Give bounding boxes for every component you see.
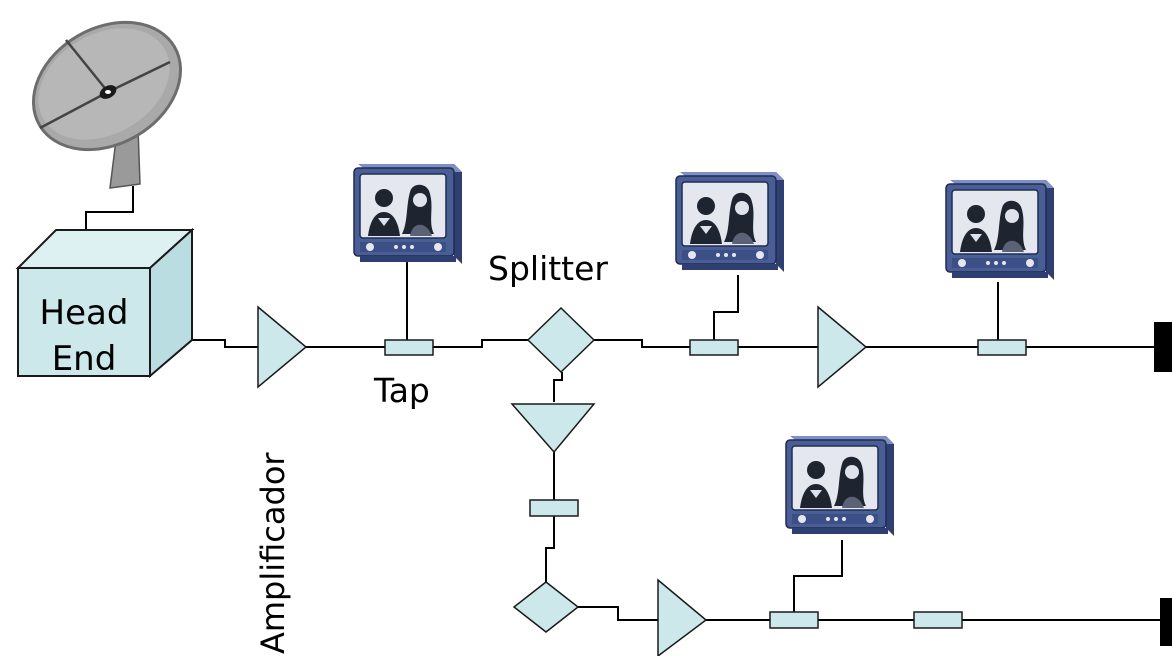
splitter-2 [512, 581, 580, 633]
head-end-label-line2: End [52, 339, 117, 379]
amplifier-3 [510, 403, 596, 454]
splitter-1 [526, 306, 596, 374]
tap-5 [769, 611, 819, 629]
satellite-dish-icon [31, 20, 183, 189]
television-icon [675, 171, 785, 273]
television-icon [945, 179, 1055, 281]
amplifier-2 [817, 305, 868, 389]
tap-4 [529, 499, 579, 517]
splitter-label: Splitter [488, 249, 608, 288]
head-end-label-line1: Head [40, 293, 129, 333]
terminator-2 [1160, 598, 1172, 646]
amplifier-4 [657, 578, 708, 656]
head-end-box [15, 227, 195, 379]
tap-label: Tap [373, 371, 430, 410]
amplifier-1 [257, 305, 308, 389]
television-icon [785, 435, 895, 537]
tap-6 [913, 611, 963, 629]
cable-wires [85, 186, 1160, 621]
amplifier-label: Amplificador [254, 452, 292, 654]
terminator-1 [1154, 322, 1172, 372]
television-icon [353, 163, 463, 265]
tap-3 [977, 339, 1027, 356]
tap-2 [689, 339, 739, 356]
tap-1 [384, 339, 434, 356]
